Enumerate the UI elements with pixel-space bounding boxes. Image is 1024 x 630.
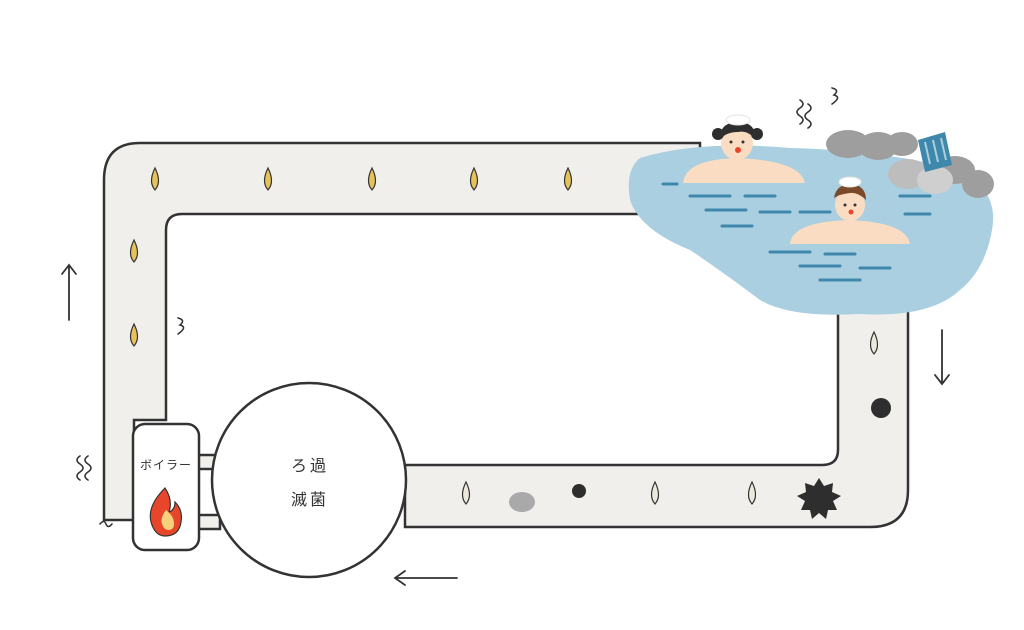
bath-pool: [628, 87, 994, 315]
filter-sterilization-tank: [210, 381, 408, 579]
steam-squiggles: [796, 87, 839, 129]
drop-bottom-2: [650, 480, 660, 505]
flow-arrows: [61, 263, 950, 586]
arrow-down-icon: [934, 329, 950, 386]
drop-bottom-1: [461, 480, 471, 505]
bather-man: [790, 176, 910, 244]
boiler-label: ボイラー: [139, 458, 192, 472]
dirt-germ-large: [797, 478, 841, 519]
drop-top-5: [563, 166, 573, 191]
arrow-up-icon: [61, 263, 77, 321]
drop-left-1: [129, 238, 139, 263]
drop-top-3: [367, 166, 377, 191]
filter-label-line1: ろ過: [290, 456, 329, 475]
pipe-right: [403, 298, 910, 529]
dirt-cloud: [509, 492, 535, 512]
dirt-particles: [509, 398, 891, 519]
water-ripples: [661, 182, 932, 282]
drop-right-1: [869, 330, 879, 355]
heat-squiggles: [76, 317, 185, 528]
filter-label-line2: 滅菌: [290, 490, 329, 509]
drop-top-1: [150, 166, 160, 191]
drop-left-2: [129, 322, 139, 347]
arrow-left-icon: [393, 570, 458, 586]
dirty-drops: [461, 330, 879, 505]
clean-drops: [129, 166, 573, 347]
drop-top-4: [469, 166, 479, 191]
bather-woman: [683, 114, 805, 183]
waterfall-icon: [918, 132, 952, 172]
drop-bottom-3: [747, 480, 757, 505]
flame-icon: [149, 487, 182, 537]
drop-top-2: [263, 166, 273, 191]
dirt-germ-small: [572, 484, 586, 498]
boiler-box: [131, 422, 201, 552]
dirt-ball-right: [871, 398, 891, 418]
